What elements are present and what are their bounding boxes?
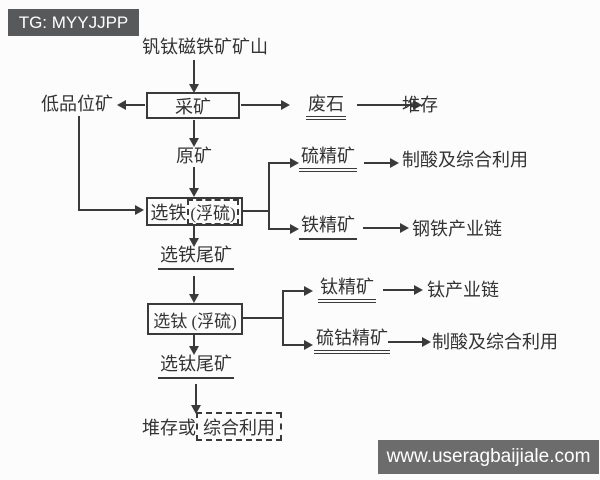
arrow-mining-to-lowgrade-head bbox=[117, 100, 126, 110]
watermark-bar: www.useragbaijiale.com bbox=[378, 440, 599, 474]
titanium-chain-label: 钛产业链 bbox=[427, 280, 499, 300]
iron-concentrate-label: 铁精矿 bbox=[299, 215, 357, 240]
sulfur-cobalt-use-label: 制酸及综合利用 bbox=[432, 332, 558, 352]
arrow-mining-to-raw-head bbox=[189, 138, 199, 147]
tisep-fork-top-line bbox=[282, 290, 304, 292]
titanium-tailings-text: 选钛尾矿 bbox=[158, 354, 234, 379]
final-dashed-box: 综合利用 bbox=[196, 412, 282, 441]
ironsep-fork-bottom-line bbox=[268, 228, 290, 230]
ironsep-fork-stub bbox=[241, 210, 270, 212]
arrow-ironsep-to-tailings-line bbox=[193, 226, 195, 239]
titanium-separation-node: 选钛 (浮硫) bbox=[147, 303, 243, 335]
iron-concentrate-text: 铁精矿 bbox=[299, 215, 357, 240]
arrow-ironsep-to-tailings-head bbox=[189, 238, 199, 247]
arrow-tailings-to-tisep-head bbox=[189, 294, 199, 303]
tisep-fork-stub bbox=[241, 317, 284, 319]
iron-separation-label: 选铁 bbox=[150, 202, 187, 223]
ironsep-fork-vline bbox=[268, 162, 270, 230]
arrow-mining-to-raw-line bbox=[193, 120, 195, 140]
low-grade-ore-label: 低品位矿 bbox=[41, 94, 113, 114]
arrow-raw-to-ironsep-head bbox=[189, 188, 199, 197]
sulfur-use-label: 制酸及综合利用 bbox=[402, 150, 528, 170]
arrow-waste-to-stockpile-head bbox=[413, 100, 422, 110]
stockpile-label: 堆存 bbox=[402, 95, 438, 115]
arrow-mining-to-waste-head bbox=[281, 100, 290, 110]
tisep-fork-vline bbox=[282, 290, 284, 346]
final-node: 堆存或综合利用 bbox=[142, 412, 282, 441]
arrow-source-to-mining-head bbox=[189, 84, 199, 93]
raw-ore-label: 原矿 bbox=[176, 146, 212, 166]
arrow-sulfur-to-acid-line bbox=[364, 162, 390, 164]
arrow-tisep-to-titailings-head bbox=[189, 346, 199, 355]
arrow-ticonc-to-chain-line bbox=[383, 289, 414, 291]
arrow-raw-to-ironsep-line bbox=[193, 167, 195, 189]
waste-rock-text: 废石 bbox=[306, 94, 346, 120]
sulfur-concentrate-text: 硫精矿 bbox=[299, 146, 357, 172]
arrow-tailings-to-tisep-line bbox=[193, 276, 195, 295]
lowgrade-feed-hline bbox=[78, 209, 135, 211]
final-prefix-text: 堆存或 bbox=[142, 417, 196, 438]
arrow-mining-to-waste-line bbox=[241, 104, 281, 106]
arrow-sucobalt-to-acid-line bbox=[388, 341, 422, 343]
iron-tailings-label: 选铁尾矿 bbox=[156, 245, 236, 270]
arrow-titailings-to-final-line bbox=[195, 384, 197, 407]
tisep-fork-bottom-head bbox=[304, 340, 313, 350]
lowgrade-feed-vline bbox=[78, 116, 80, 211]
sulfur-cobalt-concentrate-label: 硫钴精矿 bbox=[314, 328, 390, 354]
iron-separation-flotation-box: (浮硫) bbox=[187, 198, 239, 225]
arrow-sucobalt-to-acid-head bbox=[422, 337, 431, 347]
titanium-concentrate-text: 钛精矿 bbox=[318, 277, 376, 303]
waste-rock-label: 废石 bbox=[300, 94, 352, 120]
mining-node: 采矿 bbox=[146, 92, 240, 119]
ironsep-fork-bottom-head bbox=[290, 224, 299, 234]
arrow-ticonc-to-chain-head bbox=[414, 285, 423, 295]
arrow-iron-to-steel-head bbox=[400, 223, 409, 233]
sulfur-cobalt-concentrate-text: 硫钴精矿 bbox=[314, 328, 390, 354]
source-node-label: 钒钛磁铁矿矿山 bbox=[142, 37, 268, 57]
titanium-concentrate-label: 钛精矿 bbox=[318, 277, 376, 303]
arrow-mining-to-lowgrade-line bbox=[126, 104, 145, 106]
arrow-sulfur-to-acid-head bbox=[390, 158, 399, 168]
ironsep-fork-top-head bbox=[290, 158, 299, 168]
iron-tailings-text: 选铁尾矿 bbox=[158, 245, 234, 270]
sulfur-concentrate-label: 硫精矿 bbox=[299, 146, 357, 172]
titanium-tailings-label: 选钛尾矿 bbox=[156, 354, 236, 379]
arrow-source-to-mining-line bbox=[193, 60, 195, 86]
tg-badge: TG: MYYJJPP bbox=[8, 9, 139, 36]
iron-separation-node: 选铁(浮硫) bbox=[146, 197, 243, 226]
arrow-iron-to-steel-line bbox=[363, 227, 400, 229]
arrow-waste-to-stockpile-line bbox=[357, 104, 413, 106]
tisep-fork-top-head bbox=[304, 286, 313, 296]
steel-chain-label: 钢铁产业链 bbox=[412, 219, 502, 239]
ironsep-fork-top-line bbox=[268, 162, 290, 164]
arrow-titailings-to-final-head bbox=[191, 405, 201, 414]
arrow-tisep-to-titailings-line bbox=[193, 335, 195, 347]
lowgrade-feed-head bbox=[135, 205, 144, 215]
tisep-fork-bottom-line bbox=[282, 344, 304, 346]
